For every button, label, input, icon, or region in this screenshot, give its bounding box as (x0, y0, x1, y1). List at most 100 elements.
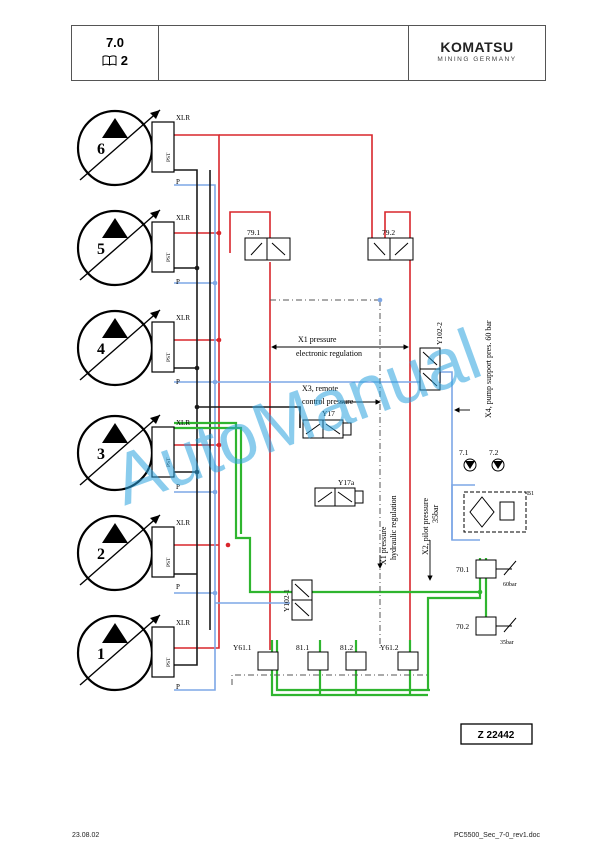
port-xlr-label: XLR (176, 419, 190, 427)
port-p-label: P (176, 583, 180, 591)
valve-y17: Y17 (302, 409, 352, 439)
pump-number: 3 (97, 446, 105, 463)
pump-4: 4 XLR P PST (76, 309, 190, 387)
port-xlr-label: XLR (176, 619, 190, 627)
pump-2: 2 XLR P PST (76, 514, 190, 592)
label-35bar: 35bar (500, 640, 514, 646)
port-p-label: P (176, 378, 180, 386)
drawing-id-box: Z 22442 (460, 723, 533, 745)
pump-number: 4 (97, 341, 105, 358)
port-p-label: P (176, 278, 180, 286)
annotation-arrows (271, 344, 470, 581)
black-line-main (174, 169, 198, 666)
label-79-1: 79.1 (247, 228, 260, 237)
port-p-label: P (176, 683, 180, 691)
valve-y102-1: Y102-1 (282, 579, 313, 621)
valve-81-2: 81.2 (340, 643, 367, 671)
port-pst-label: PST (166, 457, 172, 467)
label-79-2: 79.2 (382, 228, 395, 237)
book-icon (102, 55, 117, 66)
section-number: 7.0 (105, 35, 125, 50)
pump-6: 6 XLR P PST (76, 109, 190, 187)
blue-line-main (174, 184, 216, 691)
label-y102-1: Y102-1 (282, 589, 291, 612)
brand-cell: KOMATSU MINING GERMANY (408, 26, 545, 80)
footer-doc: PC5500_Sec_7-0_rev1.doc (453, 832, 540, 839)
footer-date: 23.08.02 (72, 832, 100, 839)
label-81-2: 81.2 (340, 643, 353, 652)
filter-b1: B1 (463, 491, 534, 533)
valve-79-1: 79.1 (244, 228, 291, 261)
x4-title: X4, pump support pres. 60 bar (484, 320, 493, 418)
pump-number: 2 (97, 546, 105, 563)
valve-y61-2: Y61.2 (380, 643, 419, 671)
blue-line-x4 (215, 371, 480, 541)
label-y61-1: Y61.1 (233, 643, 252, 652)
x3-title: X3, remote (302, 384, 338, 393)
valve-y61-1: Y61.1 (233, 643, 279, 671)
port-pst-label: PST (166, 152, 172, 162)
valve-y17a: Y17a (314, 478, 364, 507)
control-lines (231, 299, 430, 685)
pumps: 6XLRPPST5XLRPPST4XLRPPST3XLRPPST2XLRPPST… (76, 109, 190, 692)
port-xlr-label: XLR (176, 519, 190, 527)
port-pst-label: PST (166, 352, 172, 362)
label-60bar: 60bar (503, 582, 517, 588)
port-xlr-label: XLR (176, 214, 190, 222)
x1-sub: electronic regulation (296, 349, 362, 358)
x2-sub: 35bar (431, 504, 440, 523)
red-line-791 (229, 211, 271, 253)
check-valves-7: 7.1 7.2 (459, 448, 505, 472)
red-line-top (219, 134, 373, 238)
pump-1: 1 XLR P PST (76, 614, 190, 692)
red-line-792 (384, 211, 411, 650)
label-y61-2: Y61.2 (380, 643, 399, 652)
label-70-2: 70.2 (456, 622, 469, 631)
label-b1: B1 (527, 491, 534, 497)
port-xlr-label: XLR (176, 114, 190, 122)
valve-70-2: 70.2 35bar (456, 616, 517, 646)
label-y102-2: Y102-2 (435, 322, 444, 345)
blue-line-filter (451, 484, 475, 540)
pump-number: 5 (97, 241, 105, 258)
valve-79-2: 79.2 (367, 228, 414, 261)
annotations: X1 pressure electronic regulation X3, re… (296, 320, 493, 565)
page-ref-row: 2 (72, 53, 158, 68)
x3-sub: control pressure (302, 397, 354, 406)
label-y17: Y17 (322, 409, 335, 418)
junction-dots (194, 230, 483, 596)
black-line-x3 (197, 406, 301, 428)
pump-number: 6 (97, 141, 105, 158)
pump-3: 3 XLR P PST (76, 414, 190, 492)
section-cell: 7.0 2 (72, 26, 159, 80)
label-y17a: Y17a (338, 478, 355, 487)
brand-logo: KOMATSU (440, 39, 514, 55)
x1-title: X1 pressure (298, 335, 337, 344)
x1h-title: X1 pressure (379, 526, 388, 565)
valve-y102-2: Y102-2 (419, 322, 444, 391)
brand-subtitle: MINING GERMANY (437, 56, 517, 63)
port-p-label: P (176, 483, 180, 491)
blue-lines (174, 184, 480, 691)
pump-5: 5 XLR P PST (76, 209, 190, 287)
port-pst-label: PST (166, 252, 172, 262)
port-p-label: P (176, 178, 180, 186)
port-xlr-label: XLR (176, 314, 190, 322)
valve-81-1: 81.1 (296, 643, 329, 671)
label-70-1: 70.1 (456, 565, 469, 574)
page-ref: 2 (120, 53, 128, 68)
port-pst-label: PST (166, 557, 172, 567)
x2-title: X2, pilot pressure (421, 497, 430, 555)
x1h-sub: hydraulic regulation (389, 495, 398, 560)
valve-70-1: 70.1 60bar (456, 559, 517, 588)
label-7-1: 7.1 (459, 448, 469, 457)
port-pst-label: PST (166, 657, 172, 667)
pump-number: 1 (97, 646, 105, 663)
black-lines (174, 169, 301, 666)
label-81-1: 81.1 (296, 643, 309, 652)
header-table: 7.0 2 KOMATSU MINING GERMANY (71, 25, 546, 81)
drawing-id: Z 22442 (478, 730, 515, 741)
green-lines (174, 421, 488, 697)
label-7-2: 7.2 (489, 448, 499, 457)
